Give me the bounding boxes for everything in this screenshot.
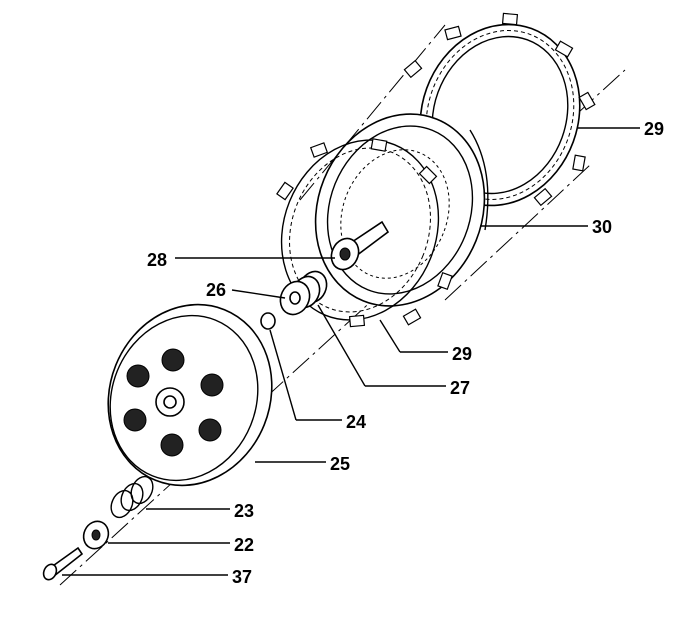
- washer-22: [82, 520, 110, 550]
- clutch-bell-housing: [107, 303, 273, 487]
- callout-23: 23: [234, 501, 254, 521]
- callout-26: 26: [206, 280, 226, 300]
- callout-28: 28: [147, 250, 167, 270]
- bolt-37: [42, 546, 84, 581]
- guide-line-upper: [299, 24, 446, 201]
- callout-29-lower: 29: [452, 344, 472, 364]
- small-ring-24: [260, 312, 276, 330]
- friction-plate-upper: [403, 12, 596, 207]
- callout-30: 30: [592, 217, 612, 237]
- callout-25: 25: [330, 454, 350, 474]
- leader-lines: [62, 127, 640, 576]
- callout-37: 37: [232, 567, 252, 587]
- callout-29-upper: 29: [644, 119, 664, 139]
- callout-27: 27: [450, 378, 470, 398]
- washer-26: [279, 280, 311, 316]
- clutch-hub-shaft: [330, 220, 390, 271]
- callout-24: 24: [346, 412, 366, 432]
- guide-line-lower: [444, 164, 591, 301]
- coil-spring-23: [110, 475, 154, 519]
- callout-22: 22: [234, 535, 254, 555]
- friction-plate-lower: [276, 138, 453, 328]
